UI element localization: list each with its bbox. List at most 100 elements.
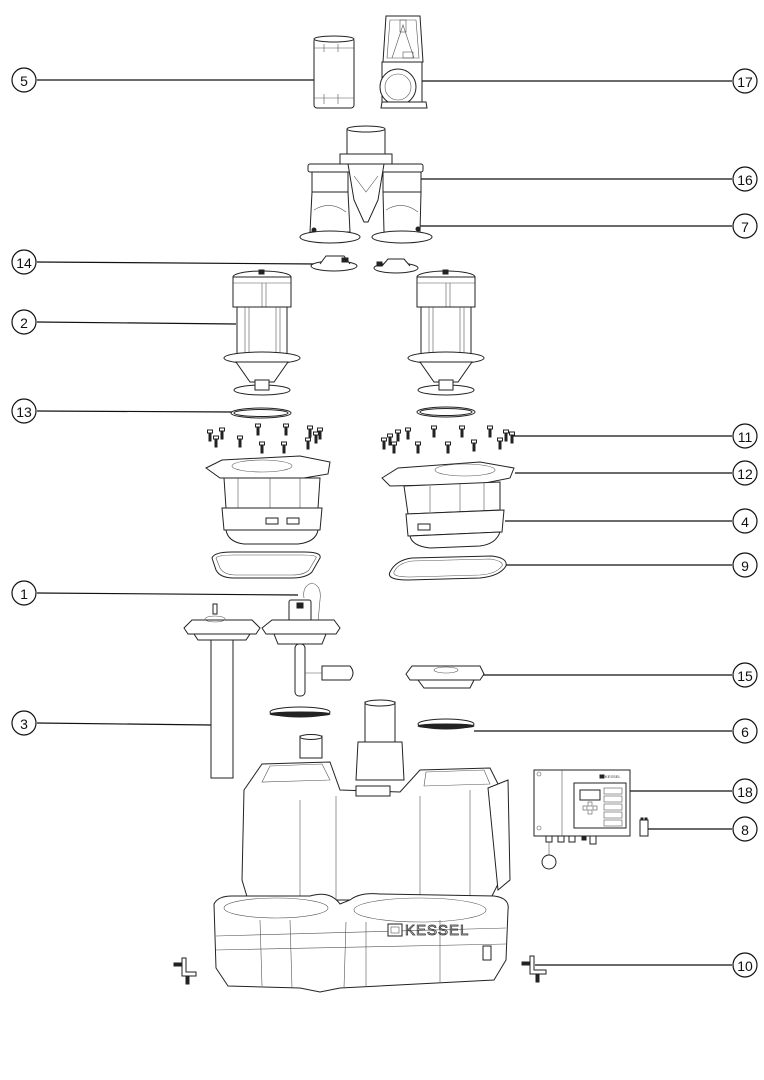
callout-circle	[732, 213, 758, 239]
callout-13: 13	[11, 398, 37, 424]
leader-14	[36, 261, 319, 265]
callout-number: 2	[20, 315, 28, 331]
pump-housing-left	[205, 455, 331, 545]
callout-3: 3	[11, 710, 37, 736]
screw	[387, 433, 393, 446]
callout-number: 1	[20, 586, 28, 602]
screw	[307, 425, 313, 438]
callout-number: 9	[741, 558, 749, 574]
callout-circle	[732, 552, 758, 578]
callout-11: 11	[732, 423, 758, 449]
part-5-sleeve	[313, 35, 355, 109]
screw	[445, 441, 451, 454]
collection-tank: KESSEL	[213, 699, 511, 993]
callout-17: 17	[732, 68, 758, 94]
callout-circle	[11, 309, 37, 335]
callout-circle	[11, 249, 37, 275]
callout-circle	[732, 778, 758, 804]
part-4-pump-housings	[205, 455, 515, 549]
screw	[395, 429, 401, 442]
part-9-flange-seals	[211, 551, 507, 581]
callout-5: 5	[11, 67, 37, 93]
pump-motor-left	[223, 269, 301, 396]
screw	[281, 441, 287, 454]
part-14-flap-covers	[310, 255, 419, 274]
screw	[213, 435, 219, 448]
callout-circle	[732, 423, 758, 449]
pump-motor-right	[407, 269, 485, 396]
callout-number: 11	[738, 429, 753, 445]
part-1-level-sensor	[261, 582, 354, 697]
callout-16: 16	[732, 166, 758, 192]
part-11-screws	[207, 423, 515, 454]
callout-number: 16	[737, 172, 753, 188]
screw	[497, 437, 503, 450]
callout-circle	[732, 508, 758, 534]
leader-1	[36, 592, 299, 596]
callout-14: 14	[11, 249, 37, 275]
callout-number: 17	[737, 74, 753, 90]
callout-circle	[732, 166, 758, 192]
callout-number: 13	[16, 404, 32, 420]
callout-circle	[732, 68, 758, 94]
part-8-battery	[639, 817, 649, 837]
screw	[471, 439, 477, 452]
leader-lines	[36, 79, 732, 966]
callout-circle	[732, 460, 758, 486]
screw	[313, 431, 319, 444]
callout-number: 15	[737, 668, 753, 684]
callout-number: 8	[741, 822, 749, 838]
screw	[509, 431, 515, 444]
screw	[255, 423, 261, 436]
part-2-pump-motors	[223, 269, 485, 396]
screw	[415, 441, 421, 454]
callout-circle	[732, 718, 758, 744]
pump-housing-right	[381, 461, 515, 549]
callout-12: 12	[732, 460, 758, 486]
screw	[219, 427, 225, 440]
callout-number: 6	[741, 724, 749, 740]
screw	[207, 429, 213, 442]
screw	[503, 429, 509, 442]
callout-circle	[11, 398, 37, 424]
part-18-control-unit: KESSEL	[533, 769, 631, 870]
callout-4: 4	[732, 508, 758, 534]
part-15-inspection-cover	[405, 665, 485, 689]
part-7-manifold	[299, 125, 433, 244]
callout-10: 10	[732, 952, 758, 978]
callout-8: 8	[732, 816, 758, 842]
callout-circle	[11, 580, 37, 606]
screw	[487, 425, 493, 438]
screw	[283, 423, 289, 436]
callout-number: 10	[737, 958, 753, 974]
screw	[405, 427, 411, 440]
callout-circle	[732, 816, 758, 842]
part-6-cover-seals	[269, 706, 475, 730]
screw	[317, 427, 323, 440]
callout-number: 7	[741, 219, 749, 235]
part-3-dip-tube	[183, 603, 261, 779]
part-17-gate-valve	[379, 15, 428, 109]
callout-1: 1	[11, 580, 37, 606]
screw	[381, 437, 387, 450]
callout-number: 3	[20, 716, 28, 732]
callout-9: 9	[732, 552, 758, 578]
callout-circle	[11, 67, 37, 93]
leader-2	[36, 321, 237, 325]
callout-15: 15	[732, 662, 758, 688]
screw	[391, 441, 397, 454]
callout-circle	[732, 662, 758, 688]
callout-18: 18	[732, 778, 758, 804]
callout-number: 4	[741, 514, 749, 530]
callout-number: 14	[16, 255, 32, 271]
control-unit-brand: KESSEL	[605, 774, 621, 779]
leader-13	[36, 410, 233, 413]
callout-7: 7	[732, 213, 758, 239]
callout-number: 18	[737, 784, 753, 800]
callout-circle	[11, 710, 37, 736]
callout-circle	[732, 952, 758, 978]
screw	[305, 437, 311, 450]
leader-3	[36, 722, 212, 726]
callout-number: 5	[20, 73, 28, 89]
